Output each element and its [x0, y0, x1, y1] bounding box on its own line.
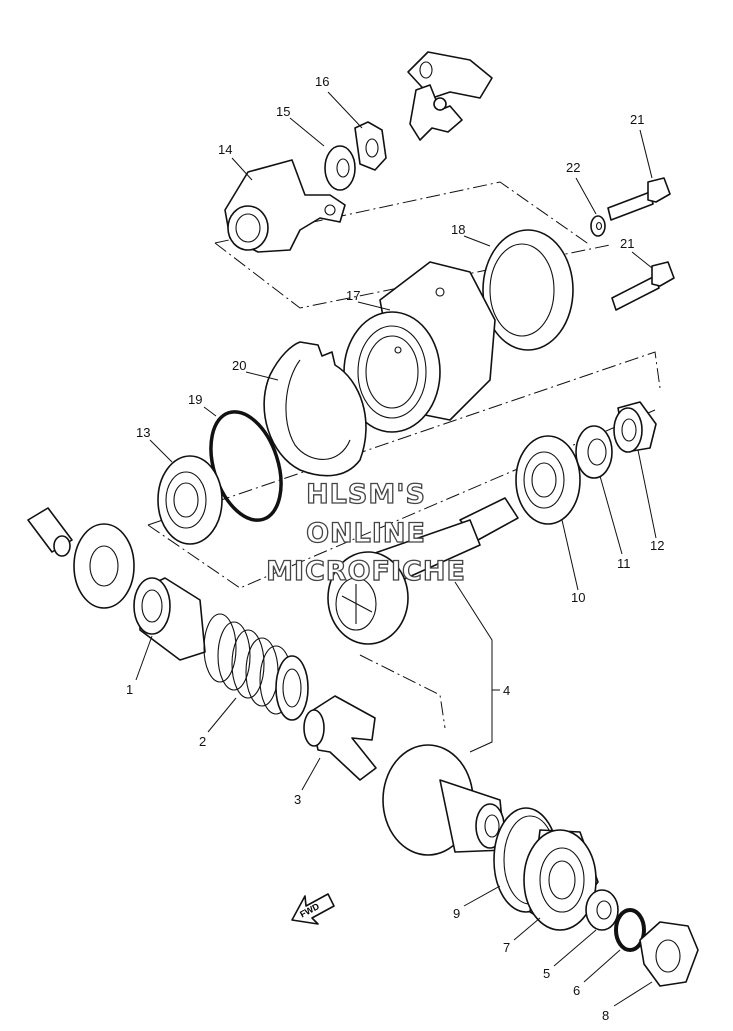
flange-nut-icon — [354, 121, 387, 171]
part-number-labels: 14 15 16 18 17 20 19 13 22 21 21 10 11 1… — [126, 74, 664, 1023]
label-12: 12 — [650, 538, 664, 553]
label-14: 14 — [218, 142, 232, 157]
watermark: HLSM'S ONLINE MICROFICHE — [265, 478, 466, 587]
seal-ring-icon — [482, 229, 574, 351]
watermark-line-2: ONLINE — [306, 518, 426, 549]
nut-icon — [639, 921, 699, 987]
dog-clutch-icon — [303, 695, 377, 781]
bearing-icon — [157, 455, 223, 545]
bolt-icon — [611, 261, 675, 311]
collar-icon — [613, 401, 657, 453]
label-6: 6 — [573, 983, 580, 998]
label-21-upper: 21 — [630, 112, 644, 127]
lock-plate-icon — [263, 341, 367, 477]
bolt-icon — [607, 177, 671, 221]
label-17: 17 — [346, 288, 360, 303]
label-19: 19 — [188, 392, 202, 407]
watermark-line-1: HLSM'S — [306, 479, 426, 510]
label-4: 4 — [503, 683, 510, 698]
label-9: 9 — [453, 906, 460, 921]
yoke-icon — [224, 159, 346, 253]
shaft-end-icon — [27, 507, 73, 557]
watermark-line-3: MICROFICHE — [266, 556, 466, 587]
forward-arrow-icon: FWD — [291, 893, 335, 925]
bearing-icon — [523, 829, 599, 931]
lock-washer-icon — [614, 908, 646, 952]
spacer-icon — [575, 425, 613, 479]
leader-lines — [135, 91, 657, 1007]
washer-icon — [590, 215, 606, 237]
label-5: 5 — [543, 966, 550, 981]
label-15: 15 — [276, 104, 290, 119]
spring-icon — [203, 613, 309, 721]
label-20: 20 — [232, 358, 246, 373]
bearing-icon — [515, 435, 581, 525]
sleeve-icon — [133, 577, 206, 661]
label-22: 22 — [566, 160, 580, 175]
label-21-lower: 21 — [620, 236, 634, 251]
label-1: 1 — [126, 682, 133, 697]
label-11: 11 — [617, 556, 631, 571]
washer-icon — [585, 889, 619, 931]
label-10: 10 — [571, 590, 585, 605]
label-8: 8 — [602, 1008, 609, 1023]
label-16: 16 — [315, 74, 329, 89]
universal-joint-icon — [407, 51, 493, 141]
label-7: 7 — [503, 940, 510, 955]
washer-icon — [324, 145, 356, 191]
gear-icon — [327, 497, 519, 645]
label-18: 18 — [451, 222, 465, 237]
bearing-housing-icon — [343, 261, 496, 433]
label-13: 13 — [136, 425, 150, 440]
gear-icon — [382, 744, 506, 856]
bearing-icon — [73, 523, 135, 609]
label-3: 3 — [294, 792, 301, 807]
label-2: 2 — [199, 734, 206, 749]
